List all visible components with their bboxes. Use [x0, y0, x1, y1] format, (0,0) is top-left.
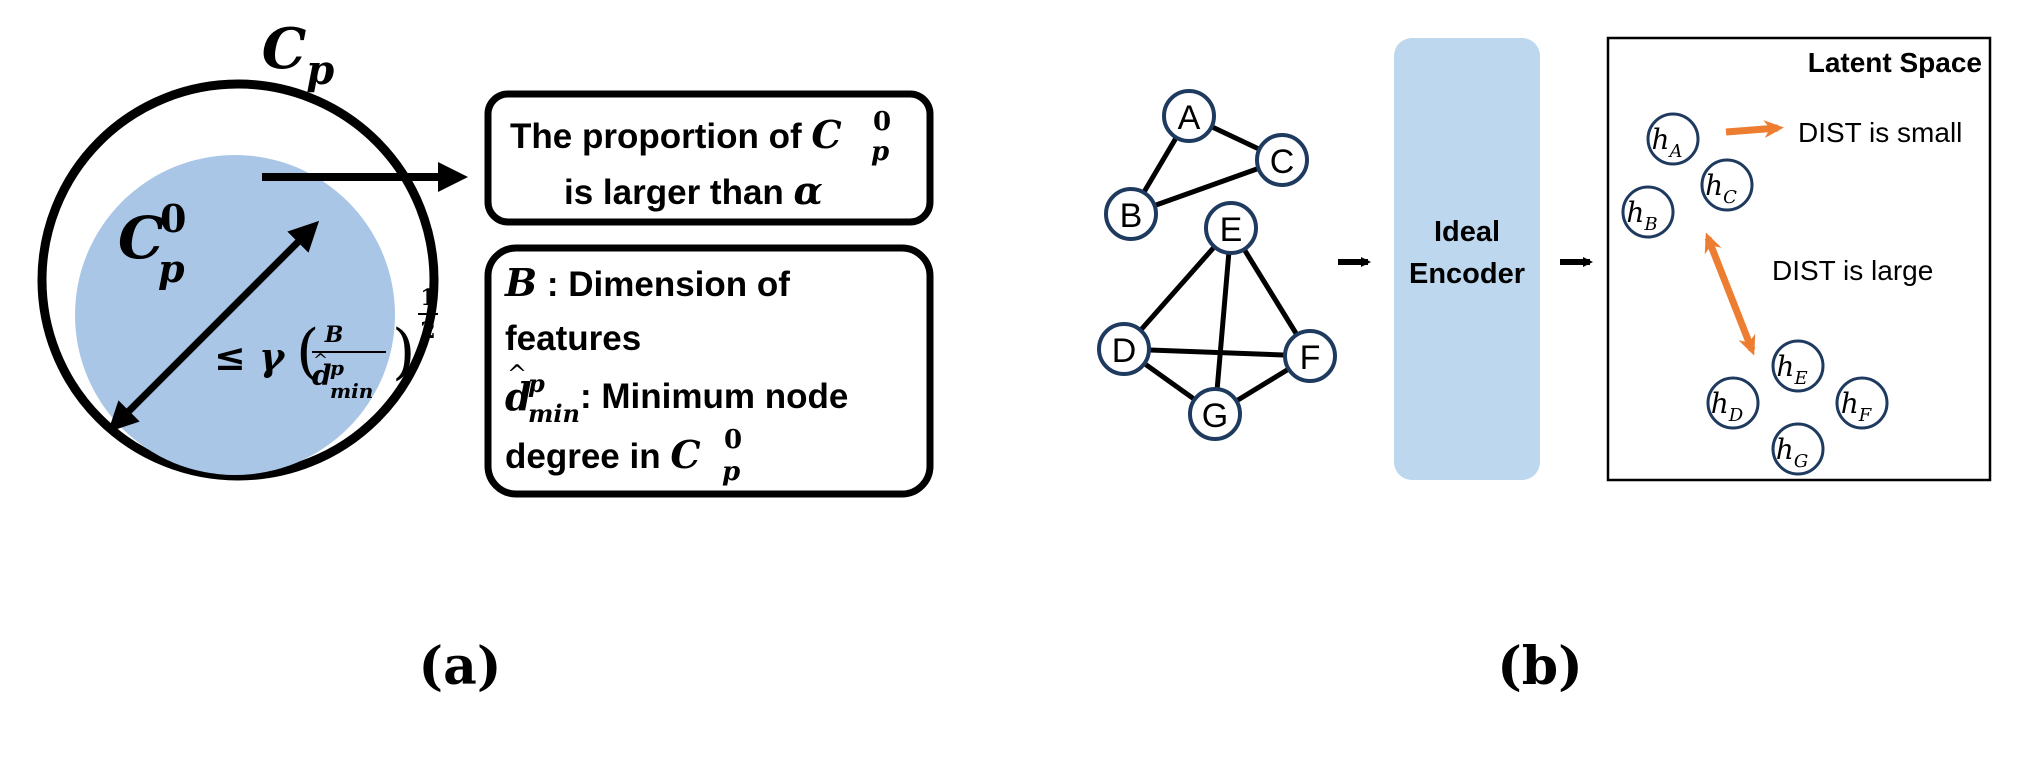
svg-text:hA: hA: [1651, 123, 1682, 162]
dist-small-arrow: [1725, 120, 1784, 139]
svg-text:C: C: [1270, 143, 1295, 181]
svg-text:A: A: [1178, 99, 1201, 137]
definition-b: B : Dimension of features: [504, 260, 790, 358]
definition-d: ^ d p min : Minimum node degree in C 0 p: [505, 360, 848, 487]
latent-node-a: hA: [1646, 112, 1700, 166]
svg-text:B: B: [1120, 197, 1143, 235]
svg-text:^: ^: [507, 360, 527, 388]
proportion-sub: p: [871, 137, 889, 167]
svg-text:hF: hF: [1841, 387, 1873, 426]
graph-node-d: D: [1097, 322, 1151, 376]
latent-space-title: Latent Space: [1808, 47, 1982, 78]
svg-text:hE: hE: [1776, 350, 1807, 389]
svg-text:p: p: [528, 369, 545, 398]
svg-text:G: G: [1202, 397, 1228, 435]
latent-node-g: hG: [1771, 422, 1825, 476]
svg-text:F: F: [1300, 339, 1321, 377]
latent-node-f: hF: [1835, 376, 1889, 430]
svg-text:1: 1: [420, 285, 435, 311]
svg-text:d: d: [312, 359, 332, 392]
graph-node-b: B: [1104, 187, 1158, 241]
svg-text:min: min: [528, 399, 580, 428]
latent-node-b: hB: [1621, 185, 1675, 239]
panel-a: Cp C 0 p ≤ γ ( B d ^ p min ) 1 2 The pr: [37, 16, 934, 697]
latent-space-box: [1606, 36, 1992, 482]
diameter-arrow: [107, 220, 320, 433]
graph-node-c: C: [1255, 133, 1309, 187]
svg-text:features: features: [505, 319, 641, 358]
diameter-bound-formula: ≤ γ ( B d ^ p min ) 1 2: [214, 285, 438, 403]
svg-text:hD: hD: [1711, 387, 1744, 426]
svg-text:hB: hB: [1626, 196, 1657, 235]
svg-text:B: B: [324, 322, 344, 348]
svg-text:min: min: [330, 379, 373, 403]
proportion-sup: 0: [873, 107, 891, 137]
svg-text:p: p: [158, 246, 185, 291]
encoder-label-line-2: Encoder: [1409, 258, 1525, 290]
panel-b: A B C D E F G Ideal Encoder: [1097, 36, 1992, 697]
svg-text:^: ^: [313, 350, 328, 371]
graph-node-g: G: [1188, 387, 1242, 441]
svg-text:: Minimum node: : Minimum node: [580, 377, 848, 416]
svg-text:≤ γ: ≤ γ: [214, 334, 286, 379]
svg-text:hG: hG: [1776, 433, 1808, 472]
svg-text:E: E: [1220, 211, 1243, 249]
encoder-block: [1394, 38, 1540, 480]
dist-large-arrow: [1704, 232, 1756, 356]
svg-text:(: (: [296, 317, 319, 387]
caption-a: (a): [419, 636, 502, 697]
graph-node-e: E: [1204, 201, 1258, 255]
svg-text:B : Dimension of: B : Dimension of: [504, 260, 790, 305]
svg-text:2: 2: [420, 318, 435, 344]
outer-set-circle: [37, 79, 439, 481]
svg-text:p: p: [722, 457, 740, 487]
proportion-line-1: The proportion of C: [510, 112, 842, 157]
svg-text:0: 0: [724, 425, 742, 455]
svg-text:0: 0: [160, 196, 186, 241]
svg-text:D: D: [1112, 332, 1137, 370]
svg-text:hC: hC: [1705, 169, 1737, 208]
latent-node-d: hD: [1706, 376, 1760, 430]
inner-set-region: [75, 155, 395, 475]
graph-node-a: A: [1162, 89, 1216, 143]
svg-text:degree in C: degree in C: [505, 432, 701, 477]
caption-b: (b): [1497, 636, 1583, 697]
encoder-label-line-1: Ideal: [1434, 216, 1500, 248]
outer-set-label: Cp: [262, 16, 335, 94]
dist-large-label: DIST is large: [1772, 255, 1933, 286]
latent-node-e: hE: [1771, 339, 1825, 393]
definition-box: [484, 244, 934, 498]
proportion-line-2: is larger than α: [564, 168, 823, 213]
graph-node-f: F: [1283, 329, 1337, 383]
svg-text:p: p: [330, 356, 344, 380]
latent-node-c: hC: [1700, 158, 1754, 212]
proportion-box: [484, 90, 934, 226]
dist-small-label: DIST is small: [1798, 117, 1962, 148]
svg-text:): ): [392, 317, 415, 387]
svg-text:d: d: [505, 374, 532, 419]
